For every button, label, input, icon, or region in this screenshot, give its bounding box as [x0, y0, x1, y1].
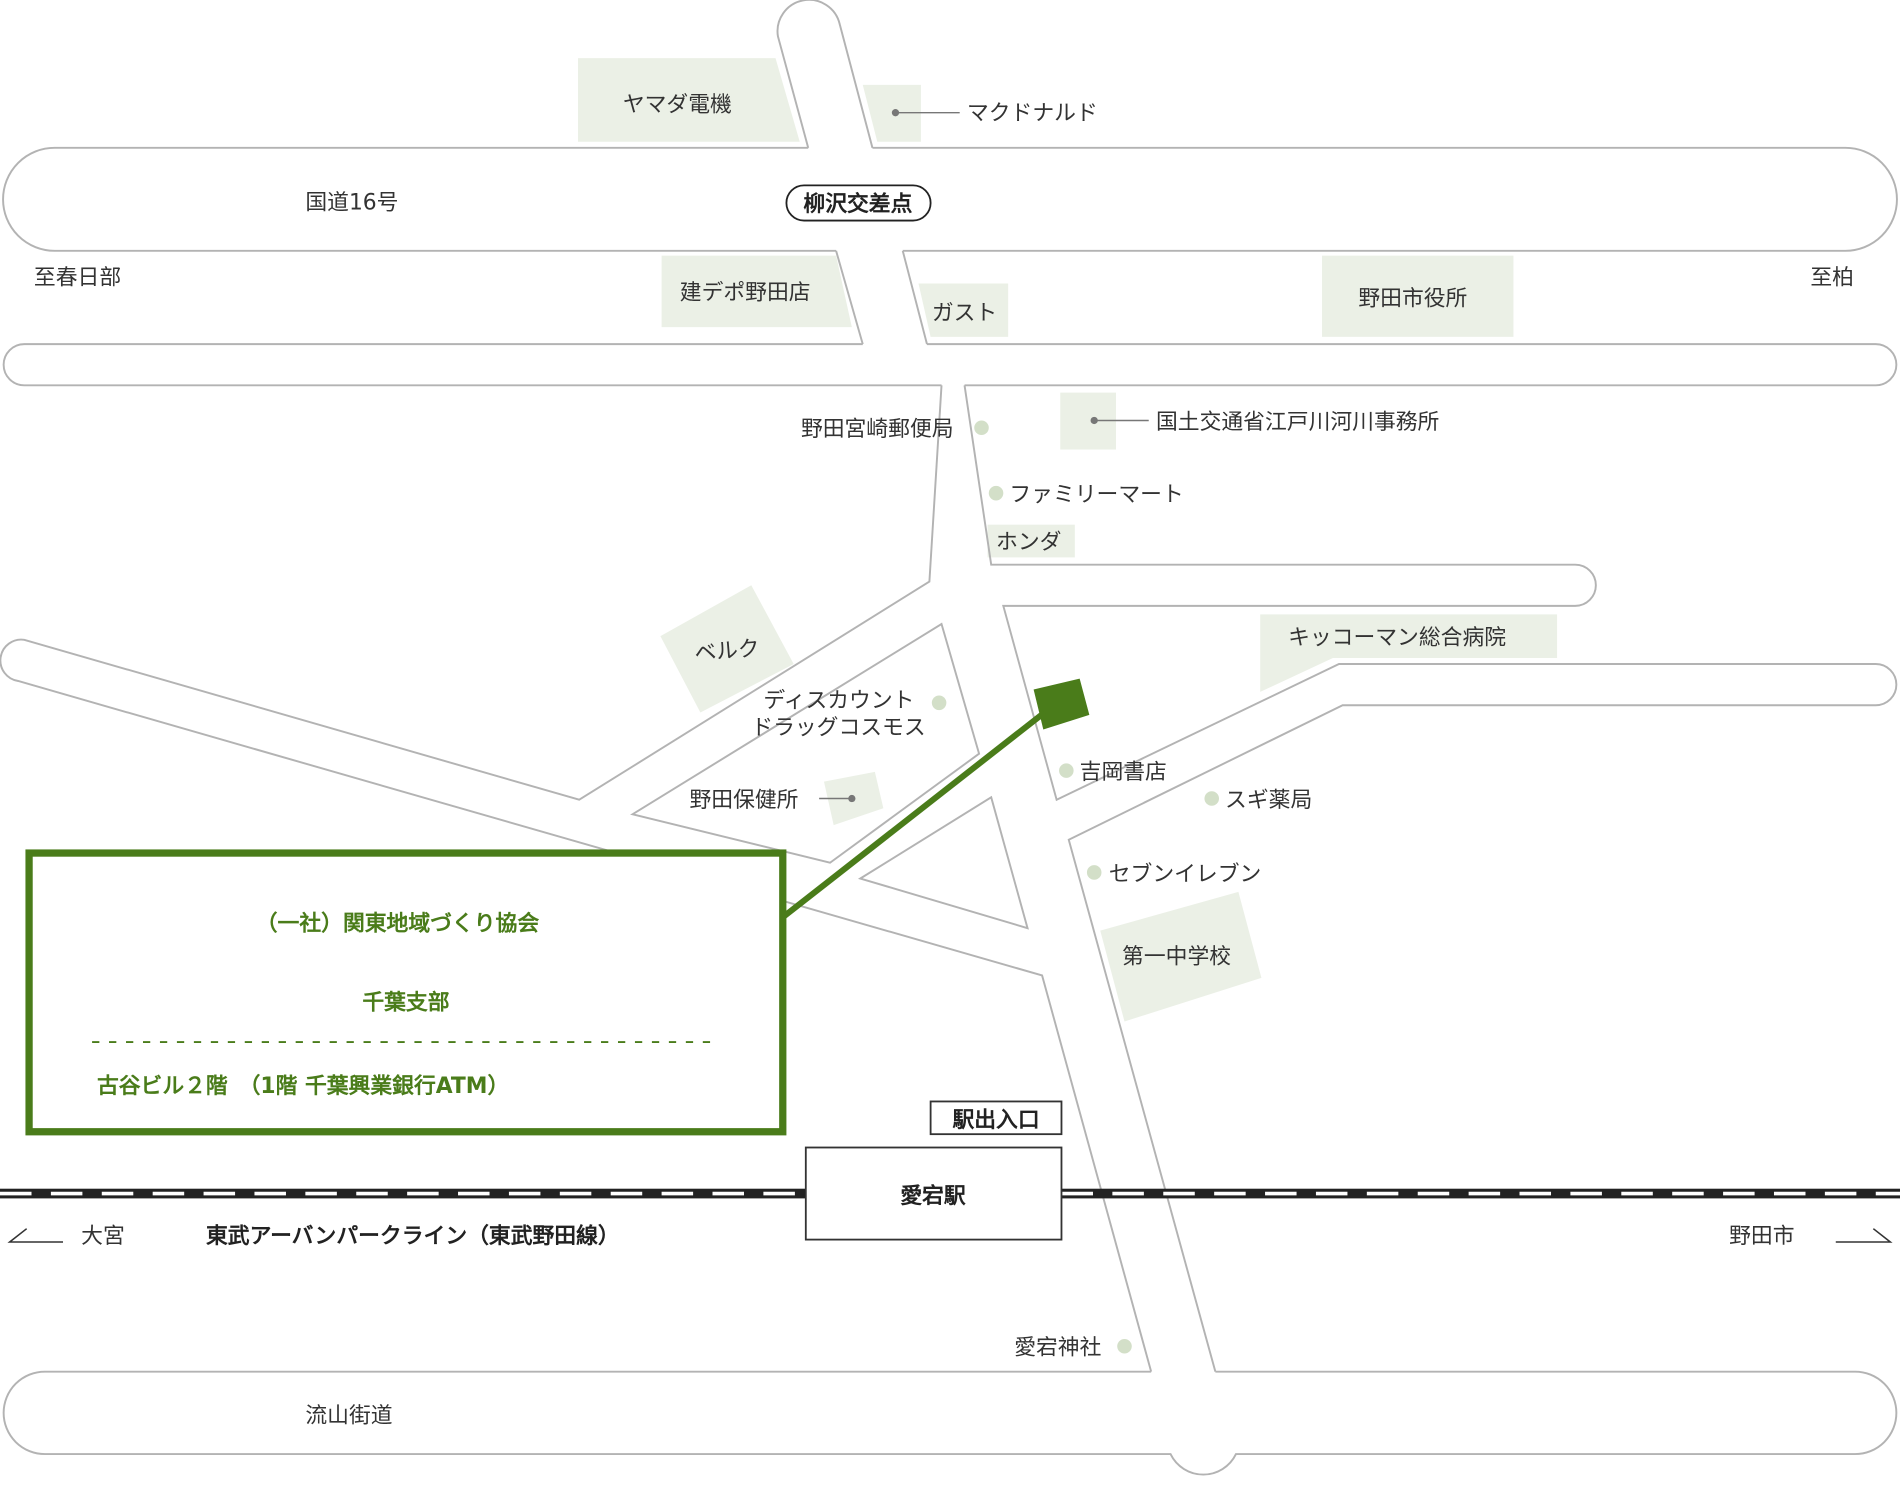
pin-health-center	[848, 794, 856, 803]
station-box	[804, 1146, 1063, 1241]
label-mlit: 国土交通省江戸川河川事務所	[1156, 410, 1439, 435]
marker-familymart	[988, 485, 1004, 501]
railway-line: 東武アーバンパークライン（東武野田線）	[206, 1223, 620, 1249]
railway: 愛宕駅 駅出入口 大宮 東武アーバンパークライン（東武野田線） 野田市	[0, 1100, 1900, 1249]
railway-east: 野田市	[1729, 1224, 1794, 1249]
label-shrine: 愛宕神社	[1014, 1336, 1101, 1361]
label-school: 第一中学校	[1122, 944, 1231, 969]
building-gusto	[918, 283, 1009, 337]
label-yamada: ヤマダ電機	[623, 92, 732, 117]
intersection-label: 柳沢交差点	[803, 191, 912, 217]
callout-org: （一社）関東地域づくり協会	[256, 911, 540, 937]
label-honda: ホンダ	[996, 530, 1061, 555]
label-route16: 国道16号	[305, 191, 398, 216]
marker-post-office	[974, 420, 989, 436]
railway-west: 大宮	[81, 1224, 125, 1249]
building-school	[1100, 891, 1262, 1022]
arrow-west-icon	[7, 1228, 64, 1243]
label-post-office: 野田宮崎郵便局	[801, 417, 954, 442]
callout-branch: 千葉支部	[362, 989, 449, 1015]
label-kikkoman: キッコーマン総合病院	[1288, 626, 1506, 651]
marker-yoshioka	[1059, 763, 1074, 778]
marker-shrine	[1117, 1338, 1132, 1354]
callout-box: （一社）関東地域づくり協会 千葉支部 古谷ビル２階 （1階 千葉興業銀行ATM）	[25, 849, 787, 1136]
label-city-hall: 野田市役所	[1358, 286, 1467, 311]
label-yoshioka: 吉岡書店	[1080, 760, 1167, 785]
label-belc: ベルク	[693, 636, 760, 667]
building-mcdonalds	[862, 84, 921, 142]
station-exit-label: 駅出入口	[952, 1108, 1039, 1133]
label-cosmos-1: ディスカウント	[763, 689, 914, 714]
marker-cosmos	[931, 695, 947, 711]
label-sugi: スギ薬局	[1225, 788, 1312, 813]
marker-sugi	[1204, 791, 1220, 806]
callout-leader-line	[780, 710, 1047, 920]
label-to-kasukabe: 至春日部	[34, 266, 121, 291]
building-honda	[987, 524, 1075, 558]
label-mcdonalds: マクドナルド	[967, 101, 1098, 126]
label-cosmos-2: ドラッグコスモス	[751, 715, 925, 740]
label-familymart: ファミリーマート	[1009, 483, 1183, 508]
label-to-kashiwa: 至柏	[1810, 266, 1854, 291]
building-yamada	[577, 58, 800, 142]
destination-marker	[1033, 678, 1090, 730]
label-seven: セブンイレブン	[1109, 862, 1262, 887]
label-gusto: ガスト	[932, 301, 997, 326]
arrow-east-icon	[1835, 1228, 1893, 1243]
callout-address: 古谷ビル２階 （1階 千葉興業銀行ATM）	[97, 1073, 509, 1099]
label-ryugasaki-kaido: 流山街道	[305, 1404, 392, 1429]
station-exit-box	[929, 1100, 1063, 1136]
label-kendepo: 建デポ野田店	[680, 280, 811, 305]
buildings	[577, 58, 1558, 1022]
building-city-hall	[1322, 255, 1514, 337]
building-belc	[660, 585, 794, 713]
intersection-badge	[785, 184, 932, 222]
building-kikkoman	[1260, 614, 1558, 692]
station-label: 愛宕駅	[900, 1183, 966, 1209]
building-kendepo	[661, 255, 852, 328]
marker-seven	[1086, 865, 1102, 880]
label-health-center: 野田保健所	[689, 788, 798, 813]
